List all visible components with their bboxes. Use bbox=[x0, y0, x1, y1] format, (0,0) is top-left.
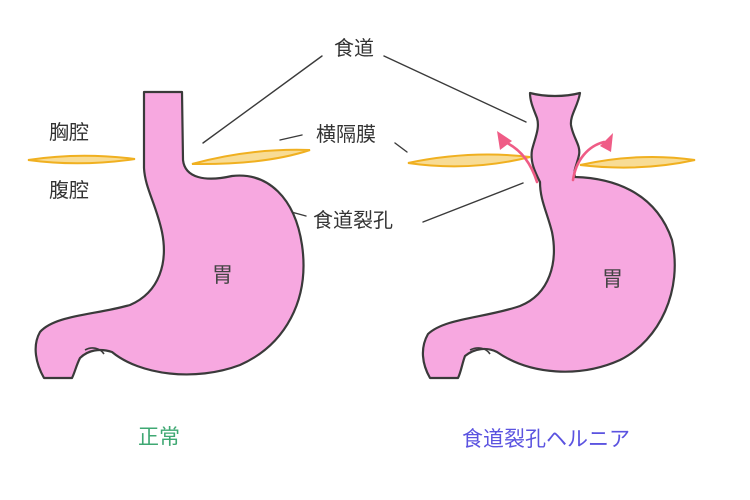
label-esophageal-hiatus: 食道裂孔 bbox=[313, 208, 393, 232]
normal-stomach bbox=[34, 90, 305, 380]
stomach-fold-left bbox=[84, 347, 105, 355]
label-abdominal-cavity: 腹腔 bbox=[49, 178, 89, 202]
hernia-stomach-group bbox=[407, 91, 696, 380]
stomach-fold-right bbox=[469, 347, 491, 355]
leader-diaphragm-left bbox=[279, 134, 303, 141]
leader-esophagus-right bbox=[383, 55, 527, 123]
label-diaphragm: 横隔膜 bbox=[316, 122, 376, 146]
diaphragm-right-left-half bbox=[407, 153, 531, 168]
label-esophagus: 食道 bbox=[334, 36, 374, 60]
arrow-right-head bbox=[600, 133, 613, 152]
caption-normal: 正常 bbox=[138, 425, 180, 449]
diaphragm-left-right-half bbox=[191, 148, 311, 166]
caption-hernia: 食道裂孔ヘルニア bbox=[462, 427, 630, 451]
normal-stomach-group bbox=[27, 90, 311, 380]
arrow-left-head bbox=[497, 131, 512, 150]
diaphragm-right-right-half bbox=[579, 155, 696, 169]
arrow-right-curve bbox=[571, 140, 606, 182]
leader-hiatus-right bbox=[422, 182, 524, 223]
diaphragm-left-thoracic bbox=[27, 154, 136, 165]
hernia-stomach bbox=[421, 91, 676, 380]
leader-diaphragm-right bbox=[394, 142, 408, 153]
label-stomach-left: 胃 bbox=[212, 263, 233, 287]
leader-esophagus-left bbox=[202, 55, 323, 144]
label-thoracic-cavity: 胸腔 bbox=[49, 120, 89, 144]
label-stomach-right: 胃 bbox=[602, 267, 623, 291]
